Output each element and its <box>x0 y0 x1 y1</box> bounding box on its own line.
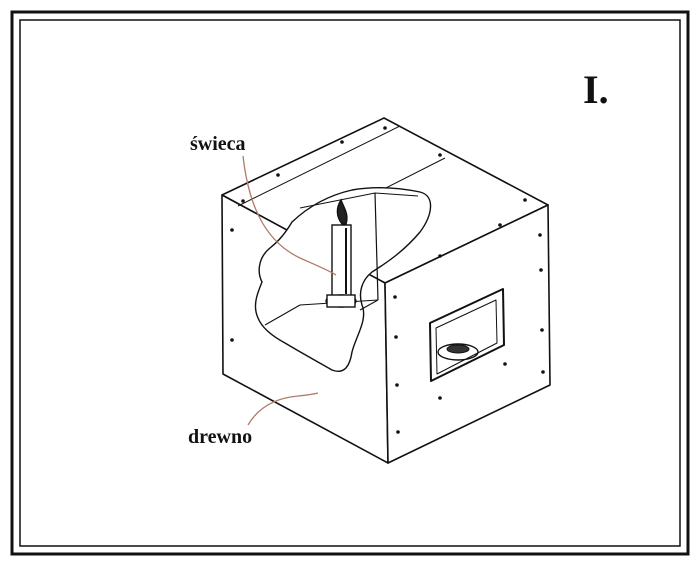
nail <box>230 338 234 342</box>
nail <box>276 173 280 177</box>
top-plank-seam <box>237 125 401 207</box>
candle-body <box>331 224 352 298</box>
leader-candle <box>242 155 337 276</box>
frame <box>10 10 690 556</box>
nail <box>538 233 542 237</box>
nail <box>383 126 387 130</box>
nail <box>498 223 502 227</box>
nails <box>230 126 545 434</box>
nail <box>230 228 234 232</box>
window-candle-base <box>437 343 479 361</box>
side-window-frame <box>429 288 505 382</box>
candle-holder-rim <box>326 294 356 308</box>
nail <box>438 153 442 157</box>
nail <box>438 254 442 258</box>
nail <box>503 362 507 366</box>
frame-inner <box>19 19 681 547</box>
frame-outer <box>10 10 690 556</box>
nail <box>395 383 399 387</box>
label-wood: drewno <box>188 426 252 448</box>
nail <box>438 396 442 400</box>
nail <box>340 140 344 144</box>
nail <box>241 199 245 203</box>
leader-wood <box>247 392 319 426</box>
wooden-box <box>221 117 551 464</box>
window-candle-top <box>446 344 470 354</box>
nail <box>540 328 544 332</box>
nail <box>523 198 527 202</box>
nail <box>541 370 545 374</box>
nail <box>539 268 543 272</box>
figure-number: I. <box>583 67 609 112</box>
side-window-inner <box>435 299 498 375</box>
nail <box>393 295 397 299</box>
label-candle: świeca <box>190 133 246 155</box>
nail <box>394 335 398 339</box>
nail <box>396 430 400 434</box>
interior-back-edge <box>374 192 379 301</box>
interior-floor-right <box>359 299 379 311</box>
interior-ceiling-seam <box>299 192 419 209</box>
candle <box>325 198 357 308</box>
candle-flame <box>336 198 348 225</box>
